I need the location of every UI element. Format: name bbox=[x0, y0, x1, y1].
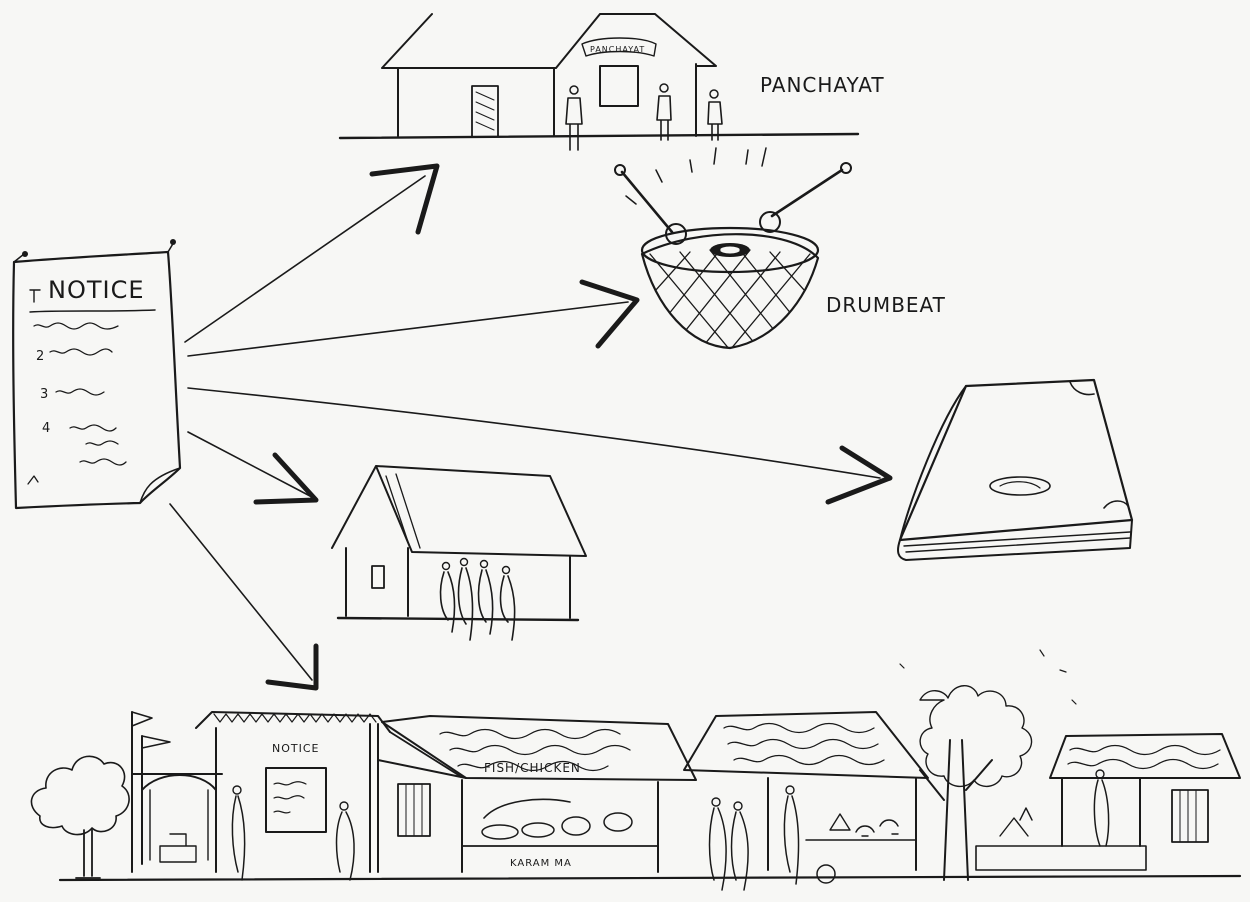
street-ground bbox=[58, 874, 1242, 882]
karam-sign: KARAM MA bbox=[510, 858, 572, 869]
shop-sign: FISH/CHICKEN bbox=[484, 761, 581, 775]
arrow-to-bazaar bbox=[169, 503, 313, 681]
register-book bbox=[897, 378, 1134, 561]
tree-left bbox=[30, 755, 130, 879]
notice-paper: NOTICE 2 3 4 bbox=[12, 239, 182, 510]
panchayat-ground bbox=[338, 132, 860, 140]
drum: DRUMBEAT bbox=[614, 147, 946, 350]
notice-title: NOTICE bbox=[48, 276, 145, 304]
notice-item-3: 3 bbox=[40, 387, 49, 402]
hut-people bbox=[439, 557, 516, 641]
notice-item-4: 4 bbox=[42, 421, 51, 436]
arrowhead-register bbox=[825, 445, 893, 505]
arrowhead-panchayat bbox=[369, 163, 440, 235]
panchayat-sign: PANCHAYAT bbox=[590, 45, 645, 54]
panchayat-building: PANCHAYAT PANCHAYAT bbox=[338, 13, 885, 151]
notice-board bbox=[265, 767, 327, 833]
tree-right bbox=[899, 649, 1077, 881]
arrowhead-drumbeat bbox=[579, 279, 640, 349]
arrow-to-panchayat bbox=[184, 175, 426, 343]
arrowhead-bazaar bbox=[265, 643, 319, 691]
fish-display bbox=[481, 798, 633, 840]
gate bbox=[131, 711, 223, 873]
panchayat-label: PANCHAYAT bbox=[760, 73, 885, 97]
notice-item-1: 2 bbox=[36, 349, 45, 364]
drumbeat-label: DRUMBEAT bbox=[826, 293, 946, 317]
arrow-to-register bbox=[187, 387, 881, 479]
fish-chicken-shop: FISH/CHICKEN KARAM MA bbox=[377, 715, 749, 891]
bazaar-notice-label: NOTICE bbox=[272, 742, 319, 755]
arrow-to-drumbeat bbox=[187, 301, 629, 357]
notice-board-building: NOTICE bbox=[195, 711, 391, 881]
arrowhead-hut bbox=[253, 452, 319, 505]
bazaar-street: NOTICE FISH/CHICKEN bbox=[30, 649, 1242, 891]
right-shop bbox=[975, 733, 1241, 871]
vegetable-shop bbox=[683, 711, 929, 885]
drum-pattern bbox=[642, 249, 818, 348]
village-hut bbox=[331, 465, 587, 641]
hut-ground bbox=[336, 616, 580, 622]
arrow-to-hut bbox=[187, 431, 311, 497]
arrows bbox=[169, 163, 893, 691]
person-figures bbox=[565, 83, 723, 151]
